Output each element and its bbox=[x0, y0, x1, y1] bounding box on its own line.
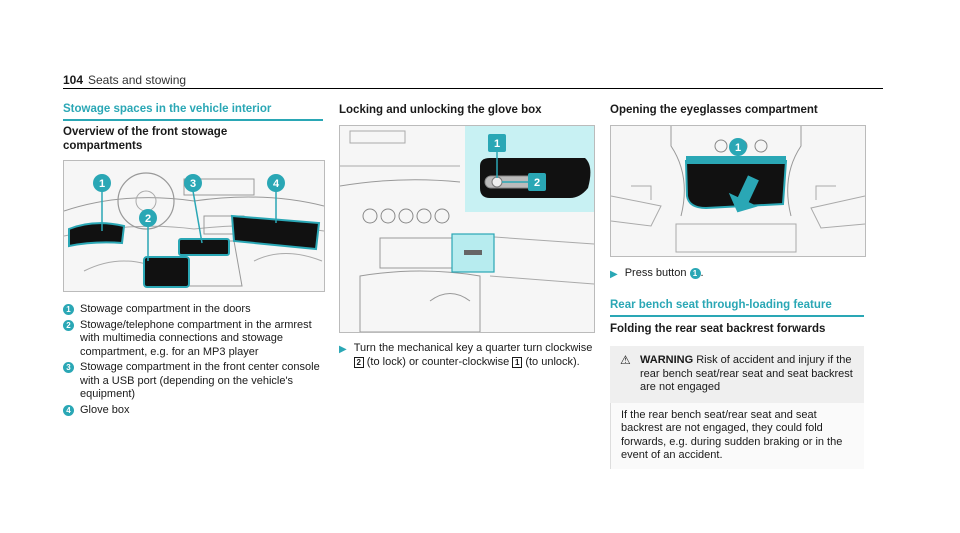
running-header: Seats and stowing bbox=[88, 73, 187, 87]
svg-text:1: 1 bbox=[735, 142, 741, 154]
svg-text:1: 1 bbox=[99, 178, 105, 190]
figure-label-2: 2 bbox=[528, 173, 546, 191]
key-position-2: 2 bbox=[353, 356, 364, 368]
button-reference-badge: 1 bbox=[689, 268, 701, 279]
figure-label-1: 1 bbox=[729, 138, 747, 156]
figure-label-2: 2 bbox=[139, 209, 157, 227]
item-number-badge: 4 bbox=[63, 404, 74, 416]
step-glove-box: ▶ Turn the mechanical key a quarter turn… bbox=[339, 342, 599, 369]
header-rule bbox=[63, 88, 883, 89]
list-item-text: Glove box bbox=[80, 403, 130, 416]
warning-header-text: WARNING Risk of accident and injury if t… bbox=[640, 354, 853, 393]
figure-label-4: 4 bbox=[267, 174, 285, 192]
list-item: 2 Stowage/telephone compartment in the ar… bbox=[63, 319, 323, 360]
figure-label-1: 1 bbox=[93, 174, 111, 192]
warning-header: ⚠ WARNING Risk of accident and injury if… bbox=[610, 346, 864, 403]
warning-body: If the rear bench seat/rear seat and sea… bbox=[610, 402, 864, 469]
item-number-badge: 2 bbox=[63, 319, 74, 331]
section-rule bbox=[610, 315, 864, 317]
warning-label: WARNING bbox=[640, 354, 694, 366]
step-arrow-icon: ▶ bbox=[610, 269, 618, 280]
item-number-badge: 3 bbox=[63, 362, 74, 373]
svg-text:2: 2 bbox=[534, 177, 540, 189]
section-title-through-loading: Rear bench seat through-loading feature bbox=[610, 299, 832, 311]
list-item-text: Stowage compartment in the doors bbox=[80, 303, 251, 315]
section-title-stowage: Stowage spaces in the vehicle interior bbox=[63, 103, 272, 115]
subheading-eyeglasses: Opening the eyeglasses compartment bbox=[610, 104, 818, 116]
warning-box: ⚠ WARNING Risk of accident and injury if… bbox=[610, 346, 864, 469]
step-arrow-icon: ▶ bbox=[339, 344, 347, 355]
list-item: 3 Stowage compartment in the front center… bbox=[63, 361, 323, 402]
step-eyeglasses: ▶ Press button 1. bbox=[610, 267, 870, 282]
key-position-1: 1 bbox=[512, 356, 523, 368]
step-text: Press button 1. bbox=[624, 267, 704, 279]
item-number-badge: 1 bbox=[63, 304, 74, 315]
warning-triangle-icon: ⚠ bbox=[620, 353, 631, 367]
list-item: 1 Stowage compartment in the doors bbox=[63, 303, 323, 317]
figure-label-1: 1 bbox=[488, 134, 506, 152]
list-item: 4 Glove box bbox=[63, 404, 323, 418]
figure-front-stowage: 1 2 3 4 bbox=[63, 160, 325, 292]
page-number: 104 bbox=[63, 73, 84, 87]
section-rule bbox=[63, 119, 323, 121]
list-item-text: Stowage/telephone compartment in the arm… bbox=[80, 318, 312, 358]
figure-eyeglasses: 1 bbox=[610, 125, 866, 257]
subheading-folding-backrest: Folding the rear seat backrest forwards bbox=[610, 323, 826, 335]
svg-text:4: 4 bbox=[273, 178, 280, 190]
step-text: Turn the mechanical key a quarter turn c… bbox=[353, 342, 593, 368]
list-item-text: Stowage compartment in the front center … bbox=[80, 361, 320, 400]
figure-glove-box: 1 2 bbox=[339, 125, 595, 333]
svg-text:2: 2 bbox=[145, 213, 151, 225]
subheading-front-compartments: Overview of the front stowage compartmen… bbox=[63, 126, 228, 152]
subheading-glove-box: Locking and unlocking the glove box bbox=[339, 104, 542, 116]
figure-label-3: 3 bbox=[184, 174, 202, 192]
svg-text:1: 1 bbox=[494, 138, 500, 150]
svg-text:3: 3 bbox=[190, 178, 196, 190]
